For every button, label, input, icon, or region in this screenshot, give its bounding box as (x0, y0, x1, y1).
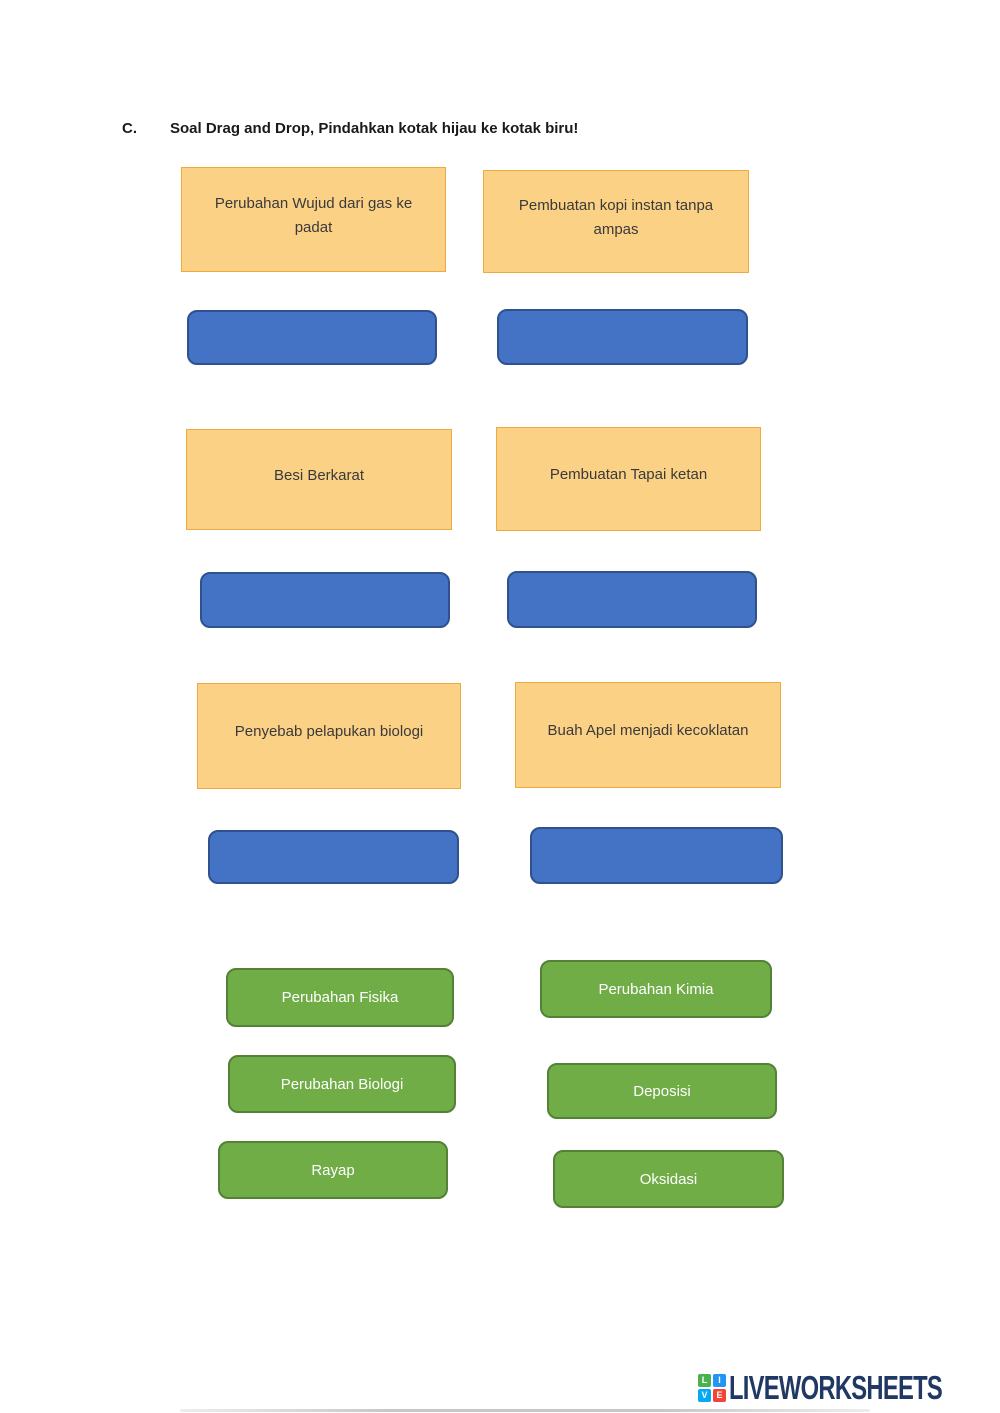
question-text: Besi Berkarat (273, 466, 365, 484)
drag-option-label: Deposisi (633, 1082, 691, 1100)
question-text: Buah Apel menjadi kecoklatan (547, 722, 749, 739)
question-box: Buah Apel menjadi kecoklatan (515, 682, 781, 788)
liveworksheets-logo[interactable]: L I V E LIVEWORKSHEETS (698, 1368, 1000, 1408)
drop-zone-4[interactable] (507, 571, 757, 628)
drop-zone-1[interactable] (187, 310, 437, 365)
logo-wordmark: LIVEWORKSHEETS (729, 1369, 943, 1406)
question-text: Penyebab pelapukan biologi (234, 723, 424, 740)
logo-square-e: E (713, 1389, 726, 1402)
question-box: Pembuatan Tapai ketan (496, 427, 761, 531)
drop-zone-6[interactable] (530, 827, 783, 884)
logo-square-l: L (698, 1374, 711, 1387)
question-box: Penyebab pelapukan biologi (197, 683, 461, 789)
section-heading: C. Soal Drag and Drop, Pindahkan kotak h… (122, 120, 882, 137)
logo-square-i: I (713, 1374, 726, 1387)
drop-zone-2[interactable] (497, 309, 748, 365)
drop-zone-3[interactable] (200, 572, 450, 628)
drag-option-label: Perubahan Biologi (280, 1075, 404, 1093)
question-box: Besi Berkarat (186, 429, 452, 530)
drag-option-oksidasi[interactable]: Oksidasi (553, 1150, 784, 1208)
question-text: Pembuatan Tapai ketan (549, 466, 708, 483)
liveworksheets-logo-icon: L I V E (698, 1374, 726, 1402)
drag-option-rayap[interactable]: Rayap (218, 1141, 448, 1199)
question-box: Perubahan Wujud dari gas ke padat (181, 167, 446, 272)
question-text: Pembuatan kopi instan tanpa ampas (518, 196, 714, 238)
drop-zone-5[interactable] (208, 830, 459, 884)
drag-option-label: Perubahan Kimia (598, 980, 714, 998)
drag-option-perubahan-fisika[interactable]: Perubahan Fisika (226, 968, 454, 1027)
question-text: Perubahan Wujud dari gas ke padat (214, 194, 413, 236)
drag-option-label: Oksidasi (639, 1170, 698, 1188)
question-box: Pembuatan kopi instan tanpa ampas (483, 170, 749, 273)
drag-option-deposisi[interactable]: Deposisi (547, 1063, 777, 1119)
drag-option-perubahan-biologi[interactable]: Perubahan Biologi (228, 1055, 456, 1113)
drag-option-perubahan-kimia[interactable]: Perubahan Kimia (540, 960, 772, 1018)
section-label: C. (122, 120, 137, 137)
drag-option-label: Rayap (311, 1161, 355, 1179)
drag-option-label: Perubahan Fisika (281, 989, 399, 1006)
logo-square-v: V (698, 1389, 711, 1402)
instruction-text: Soal Drag and Drop, Pindahkan kotak hija… (170, 120, 579, 137)
page-artifact-line (180, 1409, 870, 1412)
